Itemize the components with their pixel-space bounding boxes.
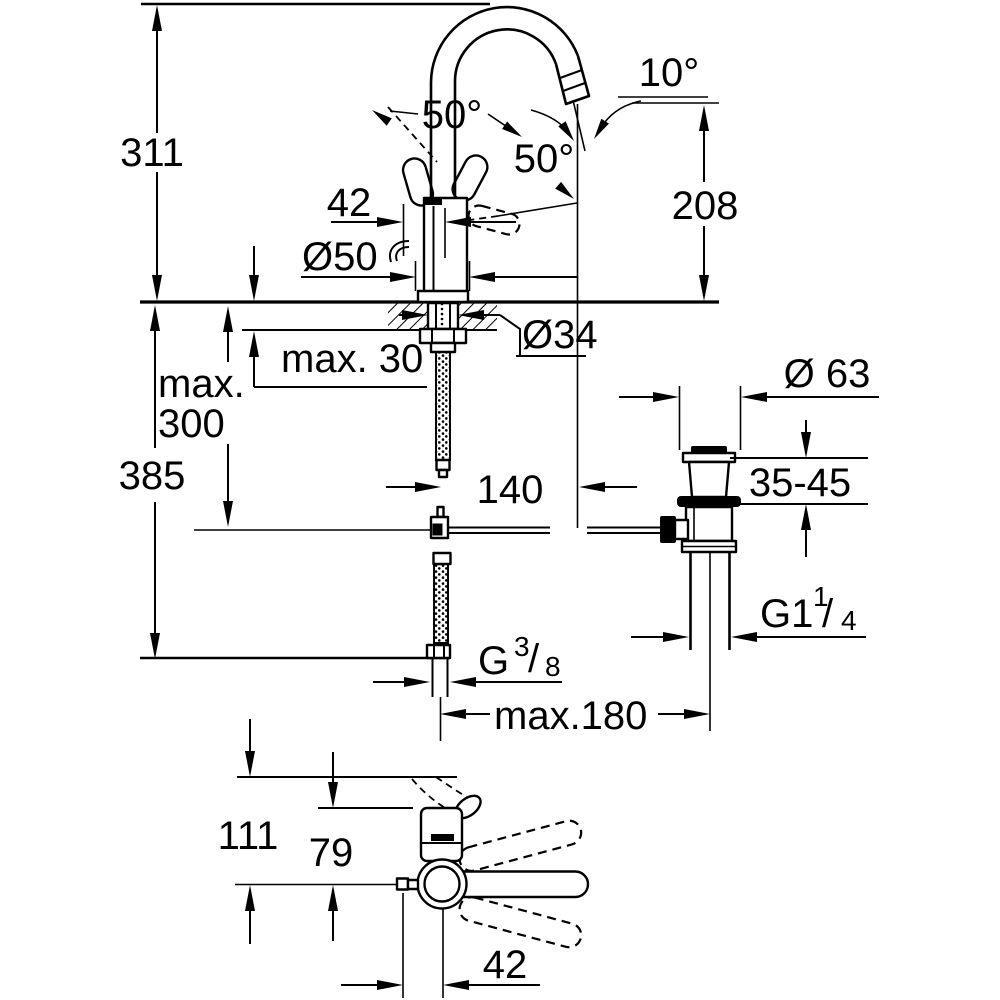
drain-pull-pin	[395, 877, 410, 891]
dimension-lines	[150, 5, 879, 998]
label-140: 140	[477, 468, 544, 512]
label-max30: max. 30	[281, 337, 423, 381]
label-35-45: 35-45	[749, 461, 851, 505]
label-max300-line1: max.	[158, 362, 245, 406]
label-max300-line2: 300	[158, 402, 225, 446]
waste-body	[684, 505, 734, 543]
hose-t-fitting	[429, 505, 450, 540]
supply-hose-lower	[425, 551, 452, 697]
lever-position-horizontal-phantom	[467, 204, 521, 236]
faucet-base	[416, 289, 470, 304]
label-208: 208	[672, 184, 739, 228]
spout-outer-edge	[429, 5, 580, 198]
cartridge-cap	[424, 197, 442, 205]
lever-up-phantom	[411, 778, 451, 812]
topview-lever-swivel-up	[458, 819, 583, 872]
drain-pull-hook	[389, 240, 410, 263]
label-angle-10: 10°	[639, 51, 700, 95]
label-385: 385	[119, 454, 186, 498]
waste-seal-ring	[677, 496, 741, 507]
topview-lever	[445, 870, 590, 899]
hose-end-nut	[425, 643, 452, 660]
label-g38: G 3 / 8	[478, 631, 561, 683]
label-d34: Ø34	[522, 313, 598, 357]
waste-rod-connector	[660, 516, 676, 543]
label-g114: G1 1 / 4	[760, 581, 857, 636]
faucet-front-view	[369, 5, 719, 697]
mounting-shank	[426, 301, 460, 331]
popup-drain-rod	[448, 526, 661, 534]
label-111: 111	[218, 814, 279, 858]
supply-hose-upper	[435, 351, 451, 479]
topview-lever-swivel-down	[458, 896, 583, 949]
label-d63: Ø 63	[784, 352, 871, 396]
mounting-nut	[418, 327, 468, 354]
label-d50: Ø50	[302, 235, 378, 279]
label-42-bottom: 42	[483, 943, 528, 987]
waste-side-port	[673, 518, 690, 541]
label-angle-50-right: 50°	[514, 137, 575, 181]
spout-inner-edge	[453, 28, 558, 198]
popup-waste-view	[660, 446, 741, 731]
waste-flange	[681, 451, 737, 464]
lever-boss-inner	[423, 865, 461, 903]
label-angle-50-left: 50°	[422, 93, 483, 137]
angle-annotations	[369, 96, 719, 221]
label-max180: max.180	[494, 694, 647, 738]
dimension-labels: 311 50° 50° 10° 42 208 Ø50 Ø34 max. 30 m…	[119, 51, 871, 987]
outlet-axis-line	[572, 99, 586, 152]
label-42-top: 42	[327, 181, 372, 225]
label-79: 79	[309, 831, 354, 875]
spout-tip	[554, 55, 591, 152]
label-height-311: 311	[120, 131, 184, 175]
faucet-top-view	[235, 776, 590, 949]
waste-neck	[687, 460, 731, 499]
